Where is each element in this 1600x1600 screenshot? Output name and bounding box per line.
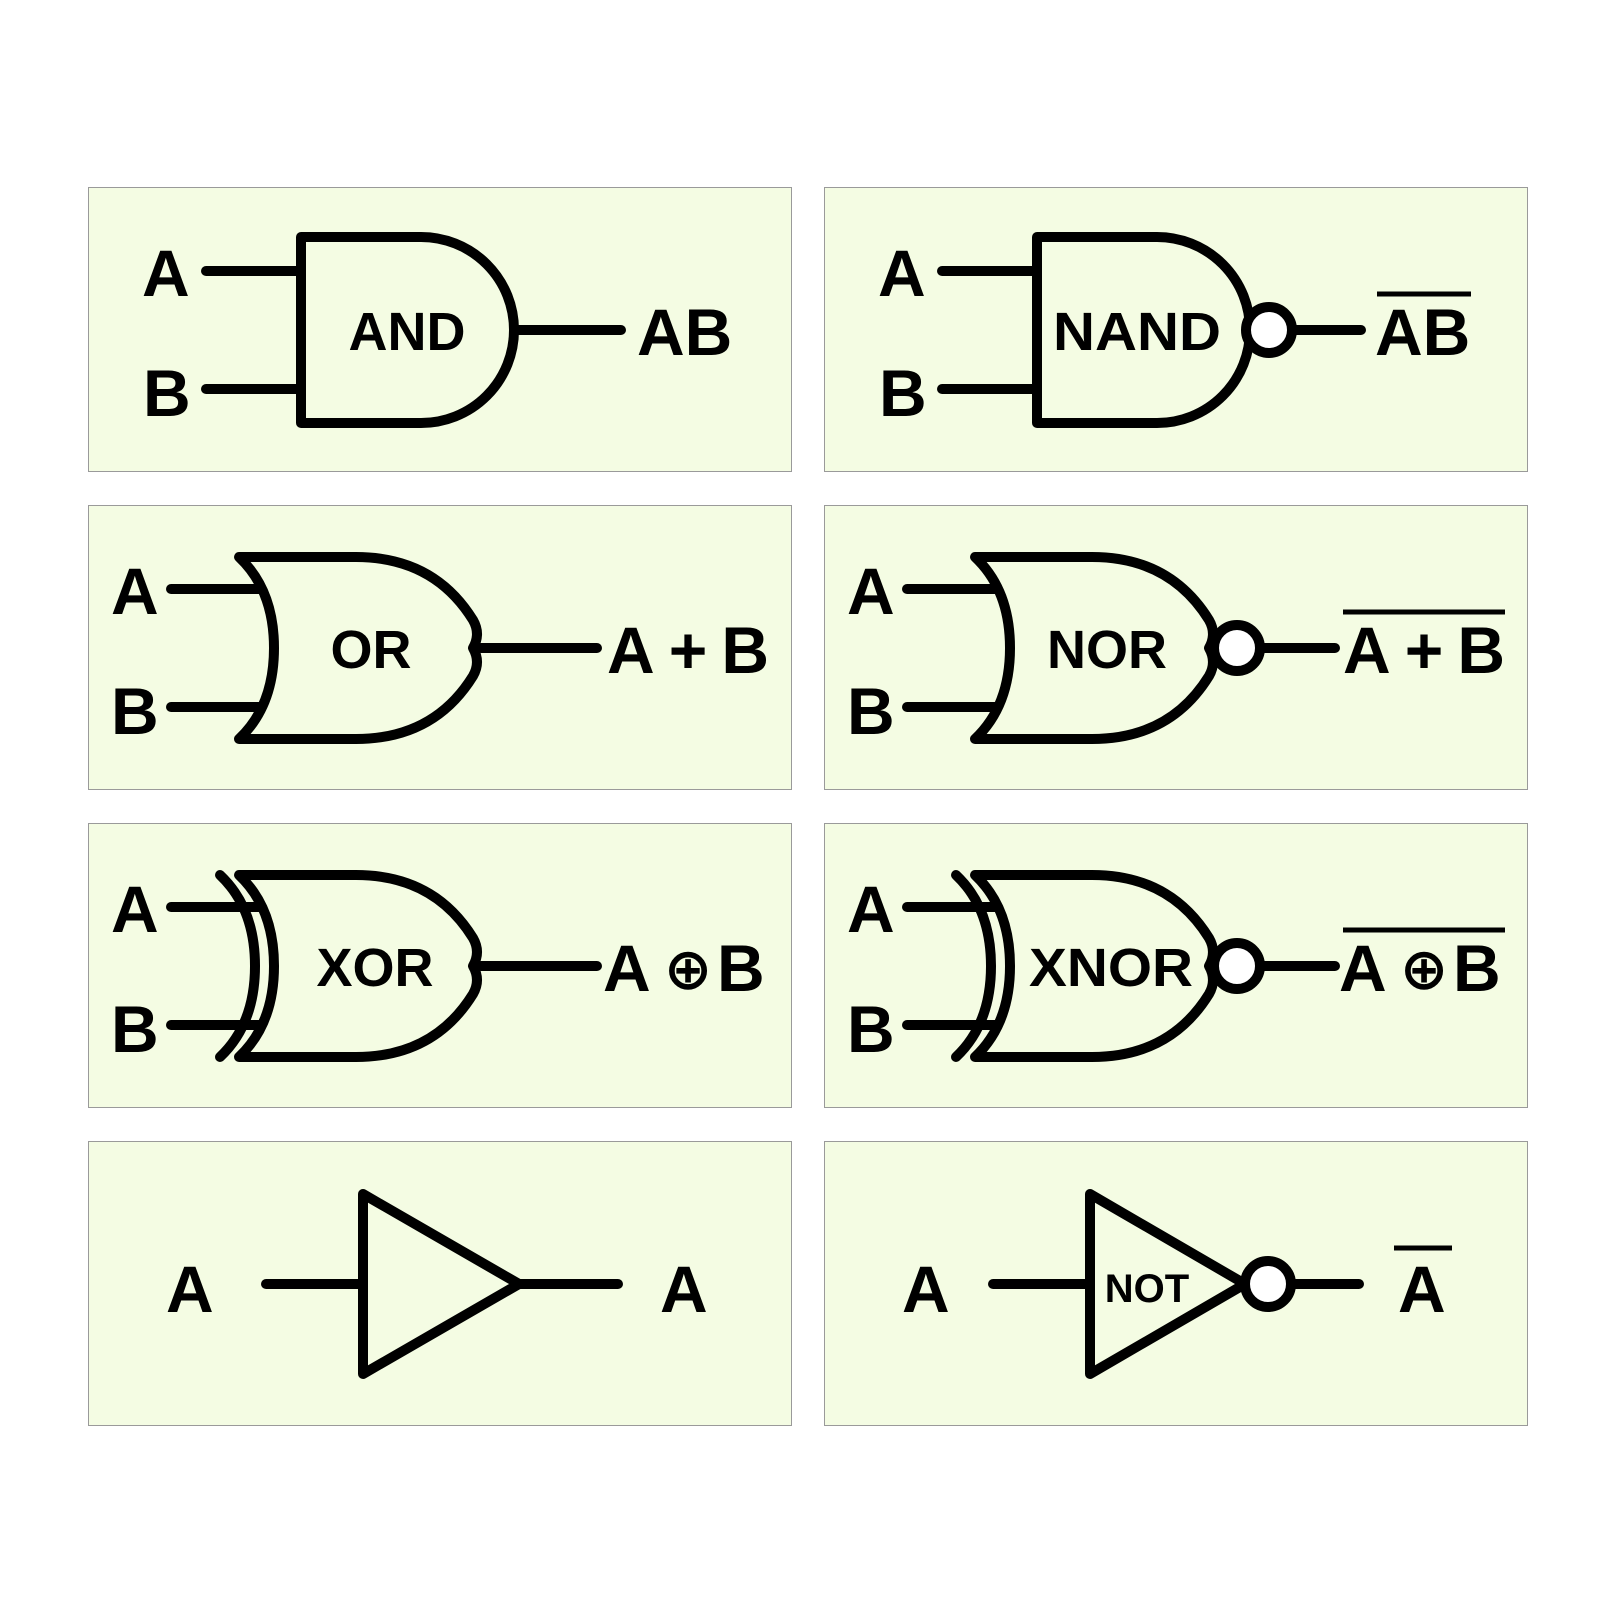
buffer-triangle-body [358, 1189, 524, 1379]
or-gate-body [234, 552, 482, 744]
xnor-gate-diagram: A B XNOR A ⊕ B [847, 870, 1505, 1066]
not-gate-panel: A NOT A [824, 1141, 1528, 1426]
and-gate-panel: A B AND AB [88, 187, 792, 472]
or-input-a-label: A [111, 554, 159, 628]
xor-input-a-label: A [111, 872, 159, 946]
nor-gate-body [970, 552, 1218, 744]
xnor-gate-panel: A B XNOR A ⊕ B [824, 823, 1528, 1108]
or-output-label: A+B [607, 613, 769, 687]
buffer-input-label: A [166, 1252, 214, 1326]
not-triangle-body [1085, 1189, 1250, 1379]
xor-operator-symbol: ⊕ [664, 937, 713, 1002]
xor-gate-body [234, 870, 482, 1062]
xnor-operator-symbol: ⊕ [1400, 937, 1449, 1002]
xnor-output-b-label: B [1453, 931, 1501, 1005]
nand-inversion-bubble [1241, 302, 1297, 358]
or-input-b-label: B [111, 674, 159, 748]
not-inversion-bubble [1240, 1256, 1296, 1312]
or-gate-panel: A B OR A+B [88, 505, 792, 790]
xor-input-b-label: B [111, 992, 159, 1066]
and-gate-name: AND [349, 302, 466, 362]
or-gate-diagram: A B OR A+B [111, 552, 769, 748]
and-input-b-label: B [143, 356, 191, 430]
nand-output-label: AB [1375, 295, 1470, 369]
xor-gate-diagram: A B XOR A ⊕ B [111, 870, 765, 1066]
nand-input-b-label: B [879, 356, 927, 430]
and-gate-diagram: A B AND AB [142, 232, 732, 430]
xor-output-b-label: B [717, 931, 765, 1005]
nor-gate-diagram: A B NOR A+B [847, 552, 1505, 748]
buffer-output-label: A [660, 1252, 708, 1326]
xnor-gate-body [970, 870, 1218, 1062]
nor-gate-panel: A B NOR A+B [824, 505, 1528, 790]
and-output-label: AB [637, 295, 732, 369]
not-output-label: A [1398, 1252, 1446, 1326]
not-gate-name: NOT [1105, 1267, 1189, 1311]
and-input-a-label: A [142, 236, 190, 310]
nor-output-label: A+B [1343, 613, 1505, 687]
nor-gate-name: NOR [1047, 620, 1167, 680]
xnor-extra-input-arc [951, 870, 996, 1062]
xor-gate-name: XOR [316, 938, 433, 998]
xnor-gate-name: XNOR [1029, 938, 1193, 998]
xnor-output-a-label: A [1339, 931, 1387, 1005]
xor-output-a-label: A [603, 931, 651, 1005]
not-input-label: A [902, 1252, 950, 1326]
nand-gate-diagram: A B NAND AB [878, 232, 1471, 430]
xnor-input-b-label: B [847, 992, 895, 1066]
nor-inversion-bubble [1209, 620, 1265, 676]
buffer-gate-panel: A A [88, 1141, 792, 1426]
xor-extra-input-arc [215, 870, 260, 1062]
xnor-input-a-label: A [847, 872, 895, 946]
nor-input-b-label: B [847, 674, 895, 748]
nand-gate-name: NAND [1053, 302, 1221, 362]
nand-gate-panel: A B NAND AB [824, 187, 1528, 472]
nor-input-a-label: A [847, 554, 895, 628]
xor-gate-panel: A B XOR A ⊕ B [88, 823, 792, 1108]
buffer-gate-diagram: A A [166, 1189, 708, 1379]
not-gate-diagram: A NOT A [902, 1189, 1452, 1379]
nand-input-a-label: A [878, 236, 926, 310]
or-gate-name: OR [331, 620, 412, 680]
xnor-inversion-bubble [1209, 938, 1265, 994]
